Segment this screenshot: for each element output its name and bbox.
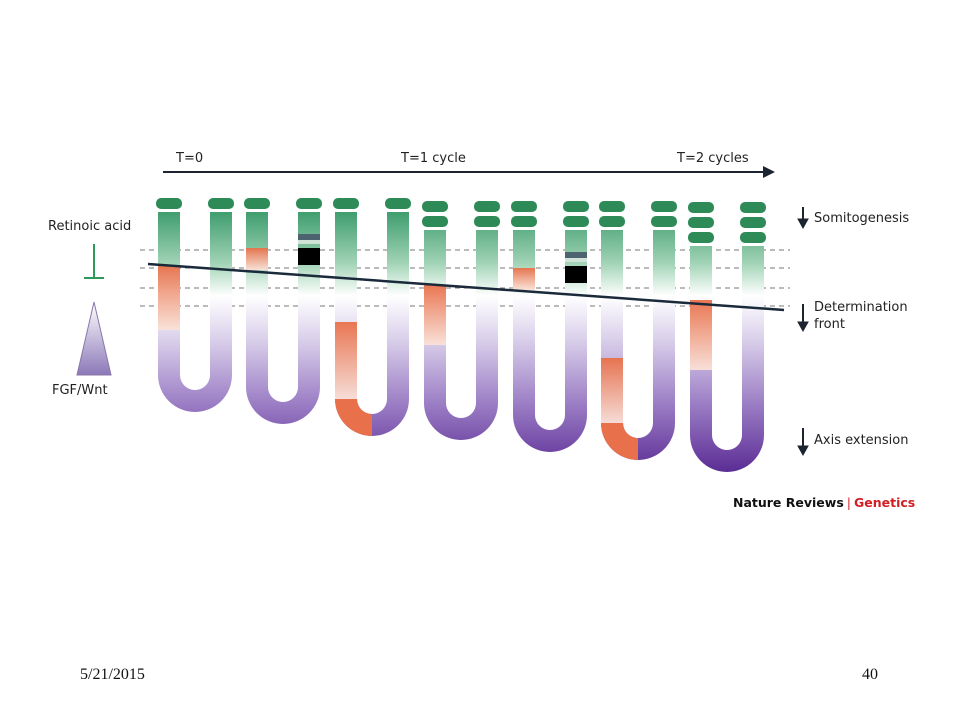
somite-block xyxy=(511,201,537,212)
orange-expression-bend xyxy=(335,399,372,436)
psm-tube xyxy=(511,201,589,452)
somite-block xyxy=(296,198,322,209)
orange-expression-band xyxy=(424,285,446,345)
timeline-label-t0: T=0 xyxy=(176,151,204,166)
down-arrow-icon xyxy=(797,207,809,457)
grey-stripe xyxy=(565,252,587,258)
determination-front-line xyxy=(147,262,785,312)
somite-block xyxy=(740,202,766,213)
psm-tube xyxy=(422,201,500,440)
tube-body xyxy=(424,230,498,440)
somite-block xyxy=(474,201,500,212)
somite-block xyxy=(651,216,677,227)
footer-page-number: 40 xyxy=(862,666,878,683)
journal-credit: Nature Reviews|Genetics xyxy=(733,495,915,510)
somite-block xyxy=(333,198,359,209)
somite-block xyxy=(474,216,500,227)
axis-extension-label: Axis extension xyxy=(814,433,909,448)
psm-tube xyxy=(333,198,411,436)
somite-block xyxy=(688,202,714,213)
somite-block xyxy=(599,201,625,212)
timeline-label-t2: T=2 cycles xyxy=(677,151,749,166)
somite-block xyxy=(422,201,448,212)
orange-expression-band xyxy=(158,265,180,330)
somite-block xyxy=(156,198,182,209)
orange-expression-bend xyxy=(601,423,638,460)
psm-tube xyxy=(156,198,234,412)
timeline-arrow xyxy=(163,166,775,178)
determination-front-label-line1: Determination xyxy=(814,300,908,315)
psm-tube xyxy=(599,201,677,460)
somite-block xyxy=(688,217,714,228)
determination-front-label-line2: front xyxy=(814,317,845,332)
somite-block xyxy=(563,216,589,227)
journal-section: Genetics xyxy=(854,495,916,510)
psm-tube xyxy=(244,198,322,424)
somite-block xyxy=(385,198,411,209)
journal-name: Nature Reviews xyxy=(733,495,844,510)
tube-body xyxy=(513,230,587,452)
somite-block xyxy=(422,216,448,227)
black-block xyxy=(565,266,587,283)
orange-expression-band xyxy=(601,358,623,423)
somite-block xyxy=(651,201,677,212)
somite-block xyxy=(599,216,625,227)
grey-stripe xyxy=(298,234,320,240)
tube-body xyxy=(158,212,232,412)
somite-block xyxy=(244,198,270,209)
black-block xyxy=(298,248,320,265)
orange-expression-band xyxy=(335,322,357,399)
orange-expression-band xyxy=(246,248,268,270)
psm-tubes xyxy=(156,198,766,472)
fgf-wnt-label: FGF/Wnt xyxy=(52,383,108,398)
somitogenesis-label: Somitogenesis xyxy=(814,211,910,226)
credit-separator: | xyxy=(846,495,851,510)
somite-block xyxy=(740,217,766,228)
somite-block xyxy=(208,198,234,209)
somite-block xyxy=(740,232,766,243)
retinoic-acid-label: Retinoic acid xyxy=(48,219,132,234)
pale-stripe xyxy=(298,240,320,244)
somite-block xyxy=(563,201,589,212)
timeline-label-t1: T=1 cycle xyxy=(401,151,466,166)
orange-expression-band xyxy=(513,268,535,290)
somite-block xyxy=(511,216,537,227)
fgf-wnt-gradient-triangle-icon xyxy=(76,301,112,376)
somite-block xyxy=(688,232,714,243)
footer-date: 5/21/2015 xyxy=(80,666,145,683)
psm-tube xyxy=(688,202,766,472)
orange-expression-band xyxy=(690,300,712,370)
inhibition-symbol-icon xyxy=(84,244,104,279)
pale-stripe xyxy=(565,258,587,262)
